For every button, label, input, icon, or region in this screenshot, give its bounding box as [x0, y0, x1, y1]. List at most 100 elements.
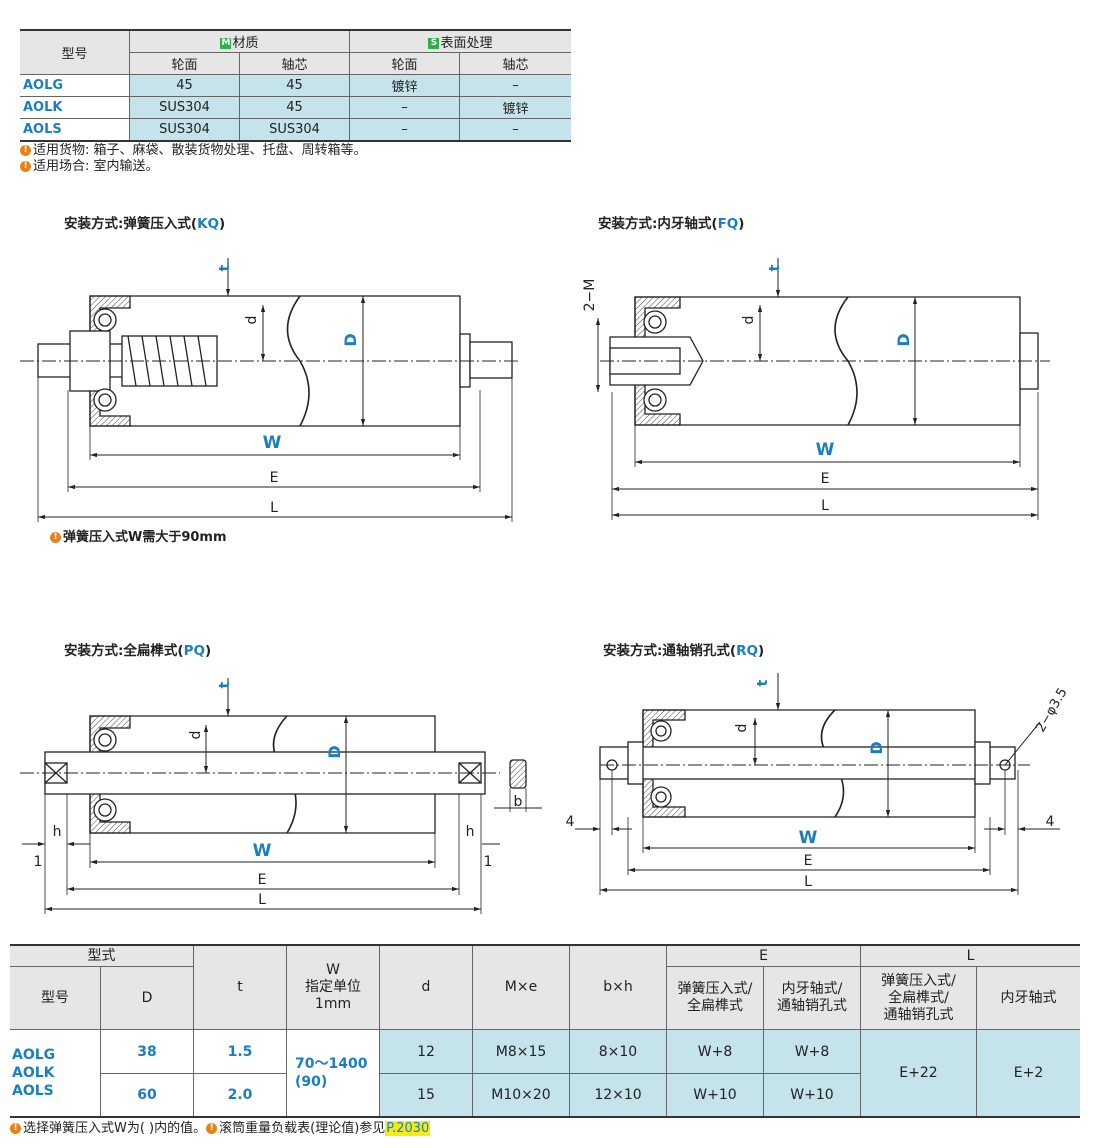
footnote: !选择弹簧压入式W为( )内的值。!滚筒重量负载表(理论值)参见P.2030 — [10, 1121, 431, 1137]
cell: M10×20 — [472, 1073, 570, 1118]
header-l2: 内牙轴式 — [976, 966, 1080, 1030]
dim-L: L — [821, 498, 829, 514]
info-icon: ! — [10, 1123, 21, 1134]
dim-b: b — [514, 794, 523, 810]
dim-L: L — [258, 892, 266, 908]
w-range: 70～1400(90) — [286, 1029, 380, 1118]
dim-4: 4 — [566, 814, 575, 830]
dim-W: W — [253, 841, 272, 861]
dim-t: t — [217, 264, 233, 271]
cell: 15 — [379, 1073, 473, 1118]
header-e2: 内牙轴式/通轴销孔式 — [763, 966, 861, 1030]
dim-E: E — [258, 872, 267, 888]
dim-L: L — [270, 500, 278, 516]
page-link[interactable]: P.2030 — [385, 1121, 431, 1136]
dim-t: t — [217, 681, 233, 688]
dim-D: D — [867, 741, 886, 754]
cell: – — [349, 96, 460, 119]
info-icon: ! — [20, 145, 31, 156]
header-type: 型式 — [10, 944, 194, 967]
dim-E: E — [804, 853, 813, 869]
cell: 60 — [100, 1073, 194, 1118]
dim-W: W — [816, 440, 835, 460]
cell: 12 — [379, 1029, 473, 1074]
drawing-pq — [20, 678, 542, 914]
model-aols: AOLS — [20, 118, 130, 142]
dim-1: 1 — [484, 854, 493, 870]
info-icon: ! — [206, 1123, 218, 1134]
header-l1: 弹簧压入式/全扁榫式/通轴销孔式 — [860, 966, 977, 1030]
header-model: 型号 — [10, 966, 101, 1030]
info-icon: ! — [50, 532, 61, 543]
dim-W: W — [799, 828, 818, 848]
table-row: AOLS SUS304 SUS304 – – — [20, 118, 571, 142]
drawing-fq — [595, 258, 1050, 520]
cell: 12×10 — [569, 1073, 667, 1118]
dim-D: D — [341, 333, 360, 346]
material-tag-icon: M — [220, 38, 232, 49]
header-m-shaft: 轴芯 — [239, 52, 350, 75]
table-row: 60 2.0 15 M10×20 12×10 W+10 W+10 — [10, 1073, 1080, 1118]
dim-D: D — [894, 333, 913, 346]
dim-h: h — [53, 824, 62, 840]
kq-note: !弹簧压入式W需大于90mm — [50, 530, 227, 546]
title-kq: 安装方式:弹簧压入式(KQ) — [64, 216, 226, 232]
header-me: M×e — [472, 944, 570, 1030]
drawing-kq — [20, 258, 520, 522]
table-row: AOLG 45 45 镀锌 – — [20, 74, 571, 97]
cell: W+10 — [763, 1073, 861, 1118]
header-D: D — [100, 966, 194, 1030]
surface-tag-icon: S — [428, 38, 440, 49]
cell: 2.0 — [193, 1073, 287, 1118]
cell: 镀锌 — [349, 74, 460, 97]
header-e: E — [666, 944, 861, 967]
dim-d: d — [188, 731, 204, 740]
cell: W+8 — [666, 1029, 764, 1074]
title-fq: 安装方式:内牙轴式(FQ) — [598, 216, 745, 232]
dim-d: d — [244, 316, 260, 325]
header-e1: 弹簧压入式/全扁榫式 — [666, 966, 764, 1030]
dim-W: W — [263, 433, 282, 453]
cell: W+8 — [763, 1029, 861, 1074]
dim-pin-hole: 2−φ3.5 — [1033, 686, 1070, 735]
dim-h: h — [466, 824, 475, 840]
dim-L: L — [804, 874, 812, 890]
header-model: 型号 — [20, 29, 130, 75]
cell: M8×15 — [472, 1029, 570, 1074]
dim-D: D — [325, 745, 344, 758]
model-aolk: AOLK — [20, 96, 130, 119]
cell: 镀锌 — [459, 96, 571, 119]
dim-4: 4 — [1046, 814, 1055, 830]
header-d: d — [379, 944, 473, 1030]
notes-top: !适用货物: 箱子、麻袋、散装货物处理、托盘、周转箱等。 !适用场合: 室内输送… — [20, 143, 367, 175]
cell: 45 — [239, 74, 350, 97]
cell: – — [349, 118, 460, 142]
info-icon: ! — [20, 161, 31, 172]
cell: SUS304 — [239, 118, 350, 142]
cell: E+2 — [976, 1029, 1080, 1118]
cell: E+22 — [860, 1029, 977, 1118]
dim-E: E — [821, 471, 830, 487]
technical-drawings: t d D W E L t d D 2−M W E L t d D W E L … — [20, 258, 1071, 914]
title-rq: 安装方式:通轴销孔式(RQ) — [603, 643, 765, 659]
dim-t: t — [755, 679, 771, 686]
header-t: t — [193, 944, 287, 1030]
cell: 1.5 — [193, 1029, 287, 1074]
note-usage: 适用场合: 室内输送。 — [33, 159, 159, 174]
cell: 38 — [100, 1029, 194, 1074]
note-goods: 适用货物: 箱子、麻袋、散装货物处理、托盘、周转箱等。 — [33, 143, 367, 158]
cell: – — [459, 118, 571, 142]
dim-d: d — [741, 316, 757, 325]
drawing-rq — [575, 673, 1060, 895]
dim-t: t — [767, 264, 783, 271]
model-aolg: AOLG — [20, 74, 130, 97]
cell: SUS304 — [129, 118, 240, 142]
header-l: L — [860, 944, 1080, 967]
cell: 45 — [239, 96, 350, 119]
dim-d: d — [734, 724, 750, 733]
